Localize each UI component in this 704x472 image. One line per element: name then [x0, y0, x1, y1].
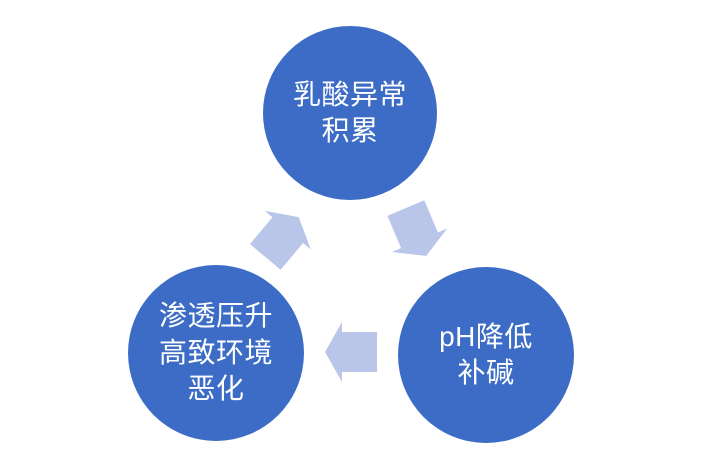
node-label-line: 高致环境	[158, 336, 273, 368]
node-label-line: pH降低	[439, 320, 533, 352]
cycle-arrow-down-right-icon	[387, 200, 448, 256]
cycle-arrow-up-right-icon	[249, 210, 311, 270]
cycle-node-lactic-acid-accumulation: 乳酸异常 积累	[263, 26, 437, 200]
node-label-osmotic-pressure: 渗透压升 高致环境 恶化	[159, 298, 273, 407]
node-label-line: 恶化	[187, 373, 245, 405]
node-label-line: 积累	[321, 115, 379, 146]
node-label-line: 渗透压升	[158, 300, 273, 332]
cycle-node-osmotic-pressure-rise: 渗透压升 高致环境 恶化	[128, 265, 304, 441]
cycle-arrow-left-icon	[325, 322, 377, 382]
node-label-ph-drop: pH降低 补碱	[439, 319, 533, 392]
node-label-line: 乳酸异常	[292, 78, 407, 110]
cycle-node-ph-drop-add-alkali: pH降低 补碱	[398, 267, 574, 443]
node-label-lactic-acid: 乳酸异常 积累	[293, 77, 407, 150]
node-label-line: 补碱	[457, 357, 515, 388]
